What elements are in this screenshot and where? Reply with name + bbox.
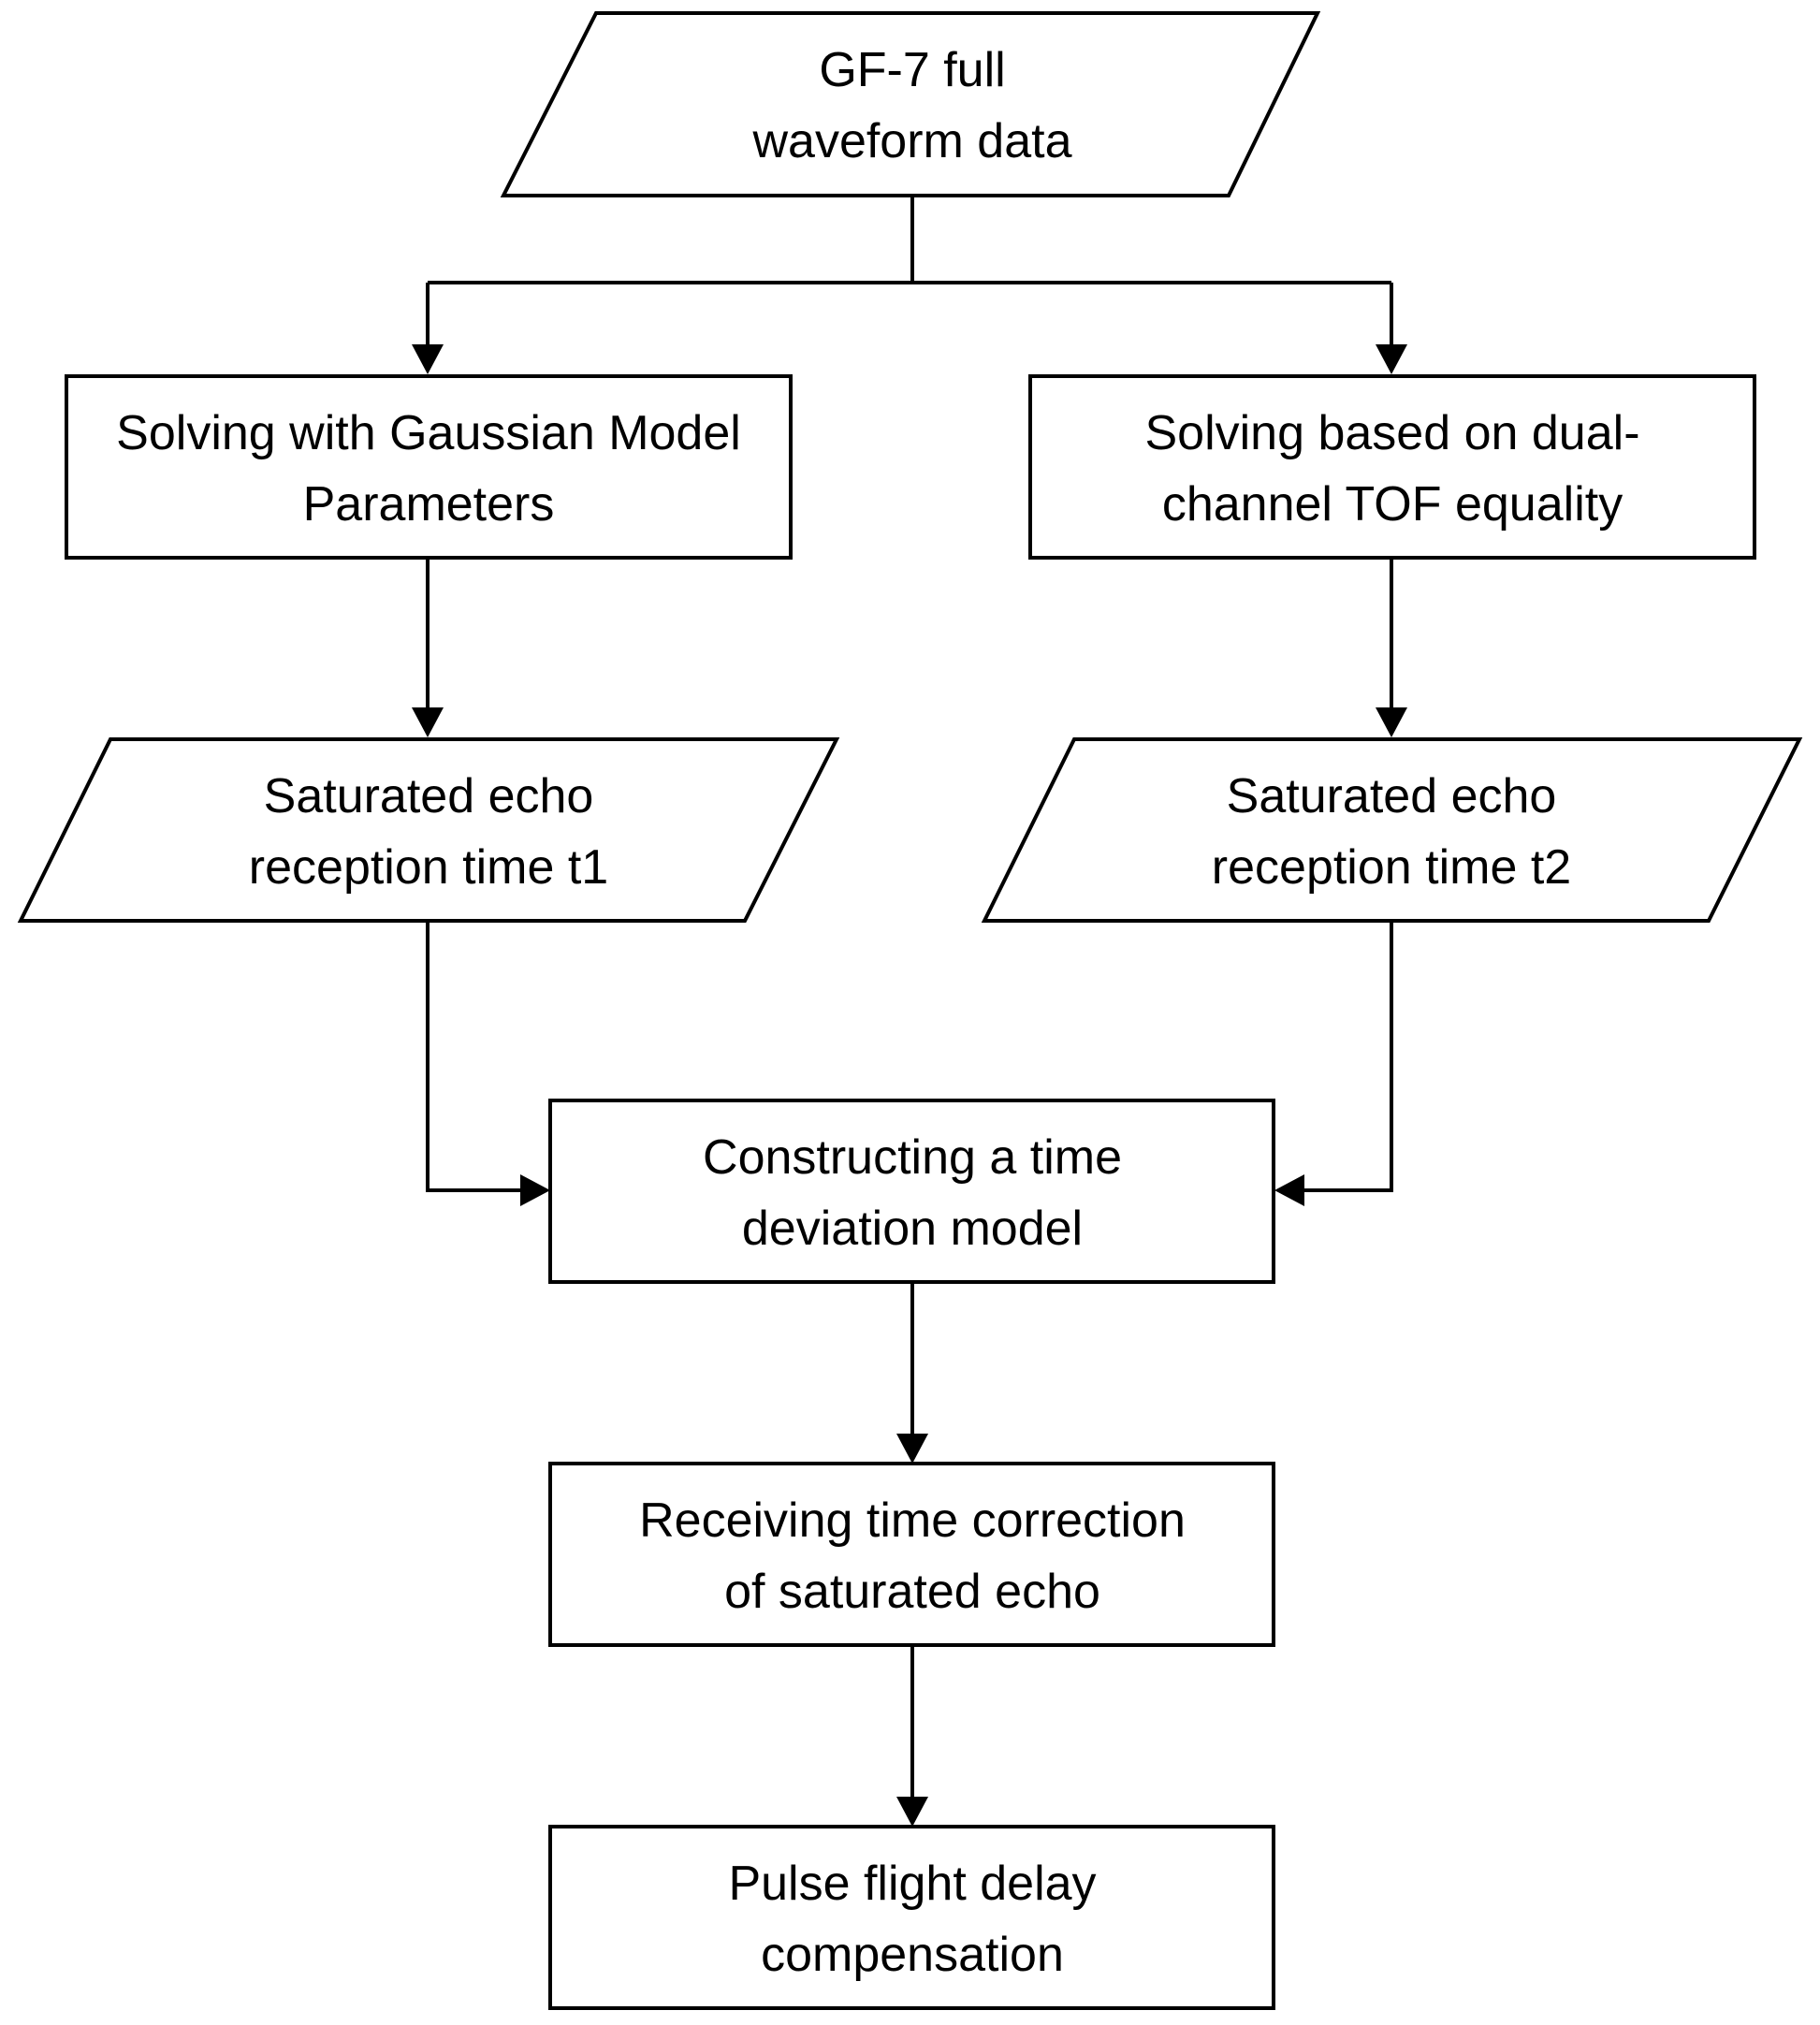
node-gaussian-model-shape xyxy=(65,374,793,560)
node-time-correction-line-1: Receiving time correction xyxy=(639,1493,1186,1548)
node-time-deviation-model-line-1: Constructing a time xyxy=(703,1130,1122,1185)
node-gaussian-model-line-1: Solving with Gaussian Model xyxy=(116,406,741,460)
connectors xyxy=(412,196,1407,1827)
node-reception-time-t1-line-2: reception time t1 xyxy=(249,840,608,895)
node-delay-compensation-line-2: compensation xyxy=(761,1928,1064,1982)
arrowhead-t2-model xyxy=(1274,1174,1304,1206)
node-time-deviation-model: Constructing a time deviation model xyxy=(548,1099,1275,1284)
node-input-data-line-2: waveform data xyxy=(751,114,1071,168)
node-delay-compensation-line-1: Pulse flight delay xyxy=(728,1857,1096,1911)
node-input-data: GF-7 full waveform data xyxy=(500,11,1321,197)
node-input-data-shape xyxy=(500,11,1321,197)
arrowhead-compensation xyxy=(896,1797,928,1827)
arrowhead-dual xyxy=(1376,344,1407,374)
connector-t2-to-model xyxy=(1301,921,1393,1192)
node-delay-compensation: Pulse flight delay compensation xyxy=(548,1825,1275,2010)
node-delay-compensation-shape xyxy=(548,1825,1275,2010)
arrowhead-t1-model xyxy=(520,1174,550,1206)
node-time-deviation-model-shape xyxy=(548,1099,1275,1284)
node-dual-channel: Solving based on dual- channel TOF equal… xyxy=(1028,374,1756,560)
arrowhead-t2 xyxy=(1376,707,1407,737)
node-reception-time-t1-line-1: Saturated echo xyxy=(264,769,594,823)
node-reception-time-t2-shape xyxy=(981,737,1803,923)
arrowhead-t1 xyxy=(412,707,444,737)
node-dual-channel-line-1: Solving based on dual- xyxy=(1144,406,1639,460)
node-time-correction-line-2: of saturated echo xyxy=(724,1565,1100,1619)
node-time-correction: Receiving time correction of saturated e… xyxy=(548,1462,1275,1647)
node-reception-time-t2-line-2: reception time t2 xyxy=(1212,840,1571,895)
node-time-deviation-model-line-2: deviation model xyxy=(742,1202,1083,1256)
connector-t1-to-model xyxy=(426,921,524,1192)
arrowhead-correction xyxy=(896,1434,928,1464)
node-time-correction-shape xyxy=(548,1462,1275,1647)
node-input-data-line-1: GF-7 full xyxy=(819,43,1005,97)
node-dual-channel-line-2: channel TOF equality xyxy=(1162,477,1623,532)
node-reception-time-t1-shape xyxy=(17,737,840,923)
node-gaussian-model: Solving with Gaussian Model Parameters xyxy=(65,374,793,560)
arrowhead-gaussian xyxy=(412,344,444,374)
node-dual-channel-shape xyxy=(1028,374,1756,560)
node-reception-time-t2: Saturated echo reception time t2 xyxy=(981,737,1803,923)
node-reception-time-t1: Saturated echo reception time t1 xyxy=(17,737,840,923)
node-gaussian-model-line-2: Parameters xyxy=(303,477,555,532)
node-reception-time-t2-line-1: Saturated echo xyxy=(1227,769,1557,823)
